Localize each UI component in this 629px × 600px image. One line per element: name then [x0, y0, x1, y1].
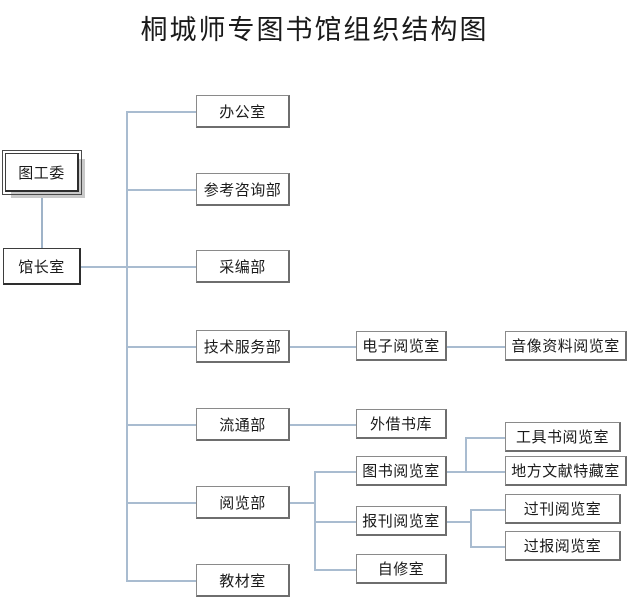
node-office[interactable]: 办公室 [196, 95, 290, 128]
connector-periodical-reading-subtrunk [470, 509, 472, 547]
node-e-reading[interactable]: 电子阅览室 [356, 331, 447, 361]
connector-director-to-trunk [81, 266, 128, 268]
node-external-stack[interactable]: 外借书库 [356, 409, 447, 439]
node-circulation[interactable]: 流通部 [196, 408, 290, 441]
connector-trunk-to-reading [126, 502, 196, 504]
connector-trunk-to-tech-service [126, 346, 196, 348]
connector-reading-subtrunk [314, 471, 316, 570]
connector-subtrunk-to-local-docs [465, 471, 505, 473]
connector-subtrunk-to-book-reading [314, 471, 356, 473]
connector-trunk-to-acquisition [126, 266, 196, 268]
connector-circulation-to-external-stack [290, 424, 356, 426]
node-back-newspaper[interactable]: 过报阅览室 [505, 531, 621, 561]
connector-periodical-reading-to-subtrunk [447, 521, 471, 523]
connector-subtrunk-to-reference-book-reading [465, 437, 505, 439]
connector-tech-service-to-e-reading [290, 346, 356, 348]
node-book-reading[interactable]: 图书阅览室 [356, 456, 447, 486]
connector-book-reading-to-subtrunk [447, 471, 466, 473]
connector-subtrunk-to-self-study [314, 569, 356, 571]
connector-subtrunk-to-back-newspaper [470, 546, 505, 548]
node-self-study[interactable]: 自修室 [356, 554, 447, 584]
connector-trunk-to-circulation [126, 424, 196, 426]
connector-trunk-to-textbook [126, 580, 196, 582]
connector-committee-to-director [41, 192, 43, 248]
node-committee[interactable]: 图工委 [2, 150, 82, 195]
connector-subtrunk-to-back-periodical [470, 509, 505, 511]
connector-book-reading-subtrunk [465, 437, 467, 473]
node-reference-book-reading[interactable]: 工具书阅览室 [505, 422, 621, 452]
connector-trunk-to-reference [126, 189, 196, 191]
node-reference[interactable]: 参考咨询部 [196, 173, 290, 206]
node-tech-service[interactable]: 技术服务部 [196, 330, 290, 363]
node-local-docs[interactable]: 地方文献特藏室 [505, 456, 627, 486]
node-av-reading[interactable]: 音像资料阅览室 [505, 331, 627, 361]
node-back-periodical[interactable]: 过刊阅览室 [505, 494, 621, 524]
node-acquisition[interactable]: 采编部 [196, 250, 290, 283]
connector-trunk-to-office [126, 111, 196, 113]
node-reading[interactable]: 阅览部 [196, 486, 290, 519]
node-director[interactable]: 馆长室 [3, 248, 81, 285]
page-title: 桐城师专图书馆组织结构图 [140, 15, 489, 46]
connector-subtrunk-to-periodical-reading [314, 521, 356, 523]
node-textbook[interactable]: 教材室 [196, 564, 290, 597]
node-periodical-reading[interactable]: 报刊阅览室 [356, 506, 447, 536]
connector-e-reading-to-av-reading [447, 346, 505, 348]
connector-reading-to-subtrunk [290, 502, 316, 504]
